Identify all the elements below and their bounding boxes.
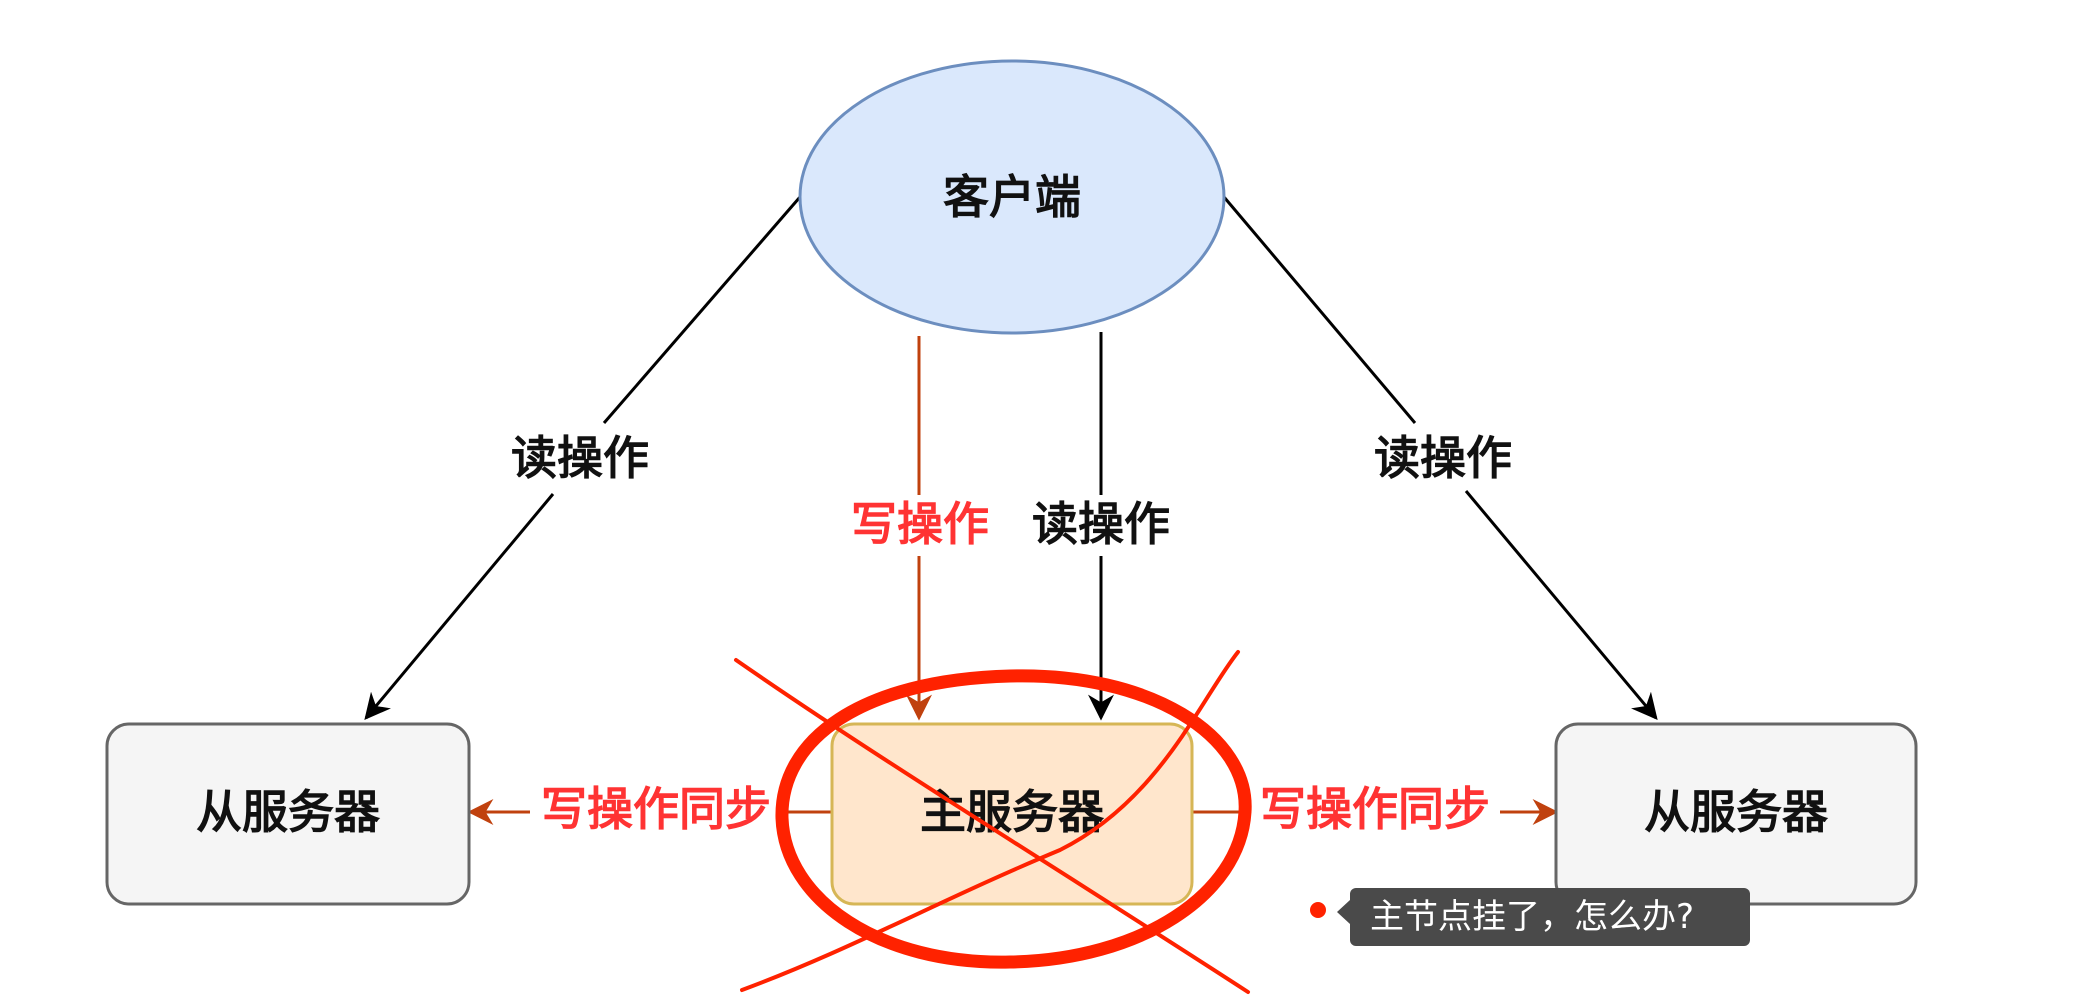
read-label-center: 读操作 bbox=[1032, 497, 1170, 551]
master-node bbox=[830, 722, 1194, 906]
failure-annotation bbox=[734, 650, 1252, 994]
read-label-center-background bbox=[1028, 495, 1174, 553]
read-arrow-left-upper bbox=[602, 196, 802, 424]
sync-label-left-background bbox=[537, 780, 775, 838]
read-label-left-background bbox=[507, 429, 653, 487]
note-marker-dot bbox=[1310, 902, 1326, 918]
note-tooltip-text: 主节点挂了，怎么办? bbox=[1370, 897, 1694, 937]
failure-cross-stroke-1 bbox=[734, 658, 1250, 994]
client-node bbox=[798, 59, 1226, 335]
failure-cross-stroke-2 bbox=[740, 650, 1240, 992]
client-label: 客户端 bbox=[943, 170, 1081, 224]
write-label-center-background bbox=[847, 495, 993, 553]
note-tooltip: 主节点挂了，怎么办? bbox=[1310, 888, 1750, 946]
sync-label-left: 写操作同步 bbox=[541, 782, 771, 836]
slave-left-label: 从服务器 bbox=[196, 785, 381, 839]
sync-label-right: 写操作同步 bbox=[1260, 782, 1490, 836]
slave-node-left bbox=[105, 722, 471, 906]
read-label-right-background bbox=[1370, 429, 1516, 487]
read-label-right: 读操作 bbox=[1374, 431, 1512, 485]
note-tooltip-box bbox=[1350, 888, 1750, 946]
write-label-center: 写操作 bbox=[851, 497, 989, 551]
failure-circle bbox=[775, 669, 1252, 969]
read-arrow-left bbox=[364, 493, 555, 720]
master-label: 主服务器 bbox=[920, 785, 1105, 839]
sync-label-right-background bbox=[1256, 780, 1494, 838]
read-arrow-right-upper bbox=[1222, 196, 1417, 424]
read-label-left: 读操作 bbox=[511, 431, 649, 485]
slave-right-label: 从服务器 bbox=[1644, 785, 1829, 839]
read-arrow-right bbox=[1464, 490, 1658, 720]
note-tooltip-pointer bbox=[1337, 900, 1350, 924]
